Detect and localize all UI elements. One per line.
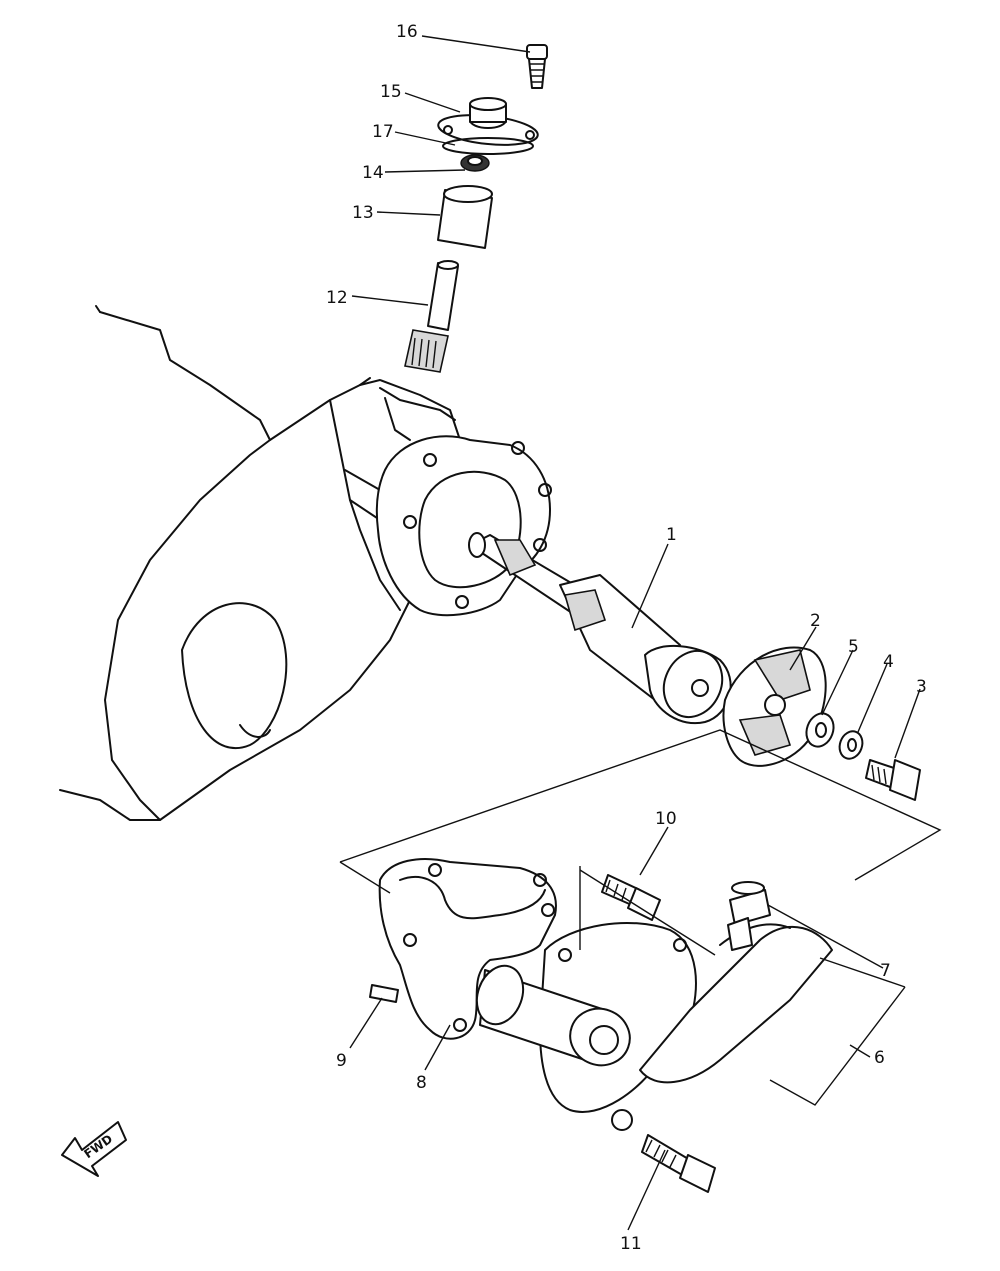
callout-12: 12 — [326, 288, 348, 308]
cover-15 — [437, 97, 539, 146]
callouts: 16 15 17 14 13 12 1 2 5 4 3 10 7 6 9 8 1… — [326, 22, 927, 1254]
engine-case — [59, 305, 552, 821]
callout-7: 7 — [880, 961, 891, 981]
water-pipe-6 — [639, 923, 833, 1084]
washer — [805, 712, 835, 748]
callout-8: 8 — [416, 1073, 427, 1093]
callout-15: 15 — [380, 82, 402, 102]
callout-4: 4 — [883, 652, 894, 672]
callout-6: 6 — [874, 1048, 885, 1068]
pump-shaft — [468, 532, 732, 725]
callout-13: 13 — [352, 203, 374, 223]
union-fitting-7 — [727, 881, 771, 951]
driven-gear-12 — [404, 260, 459, 373]
callout-17: 17 — [372, 122, 394, 142]
callout-16: 16 — [396, 22, 418, 42]
seal-14 — [460, 154, 490, 172]
callout-3: 3 — [916, 677, 927, 697]
leader-lines — [349, 35, 921, 1231]
callout-2: 2 — [810, 611, 821, 631]
bracket-lines — [339, 729, 942, 1106]
callout-14: 14 — [362, 163, 384, 183]
callout-9: 9 — [336, 1051, 347, 1071]
bolt-11 — [641, 1134, 716, 1193]
oring-17 — [442, 137, 534, 155]
lock-washer — [838, 730, 864, 760]
forward-arrow-icon: FWD — [61, 1121, 127, 1177]
callout-10: 10 — [655, 809, 677, 829]
callout-5: 5 — [848, 637, 859, 657]
gasket-8 — [378, 858, 557, 1040]
callout-1: 1 — [666, 525, 677, 545]
bushing-13 — [437, 185, 493, 249]
callout-11: 11 — [620, 1234, 642, 1254]
dowel-pin-9 — [369, 984, 399, 1003]
bolt-10 — [601, 874, 661, 921]
pump-housing — [475, 921, 697, 1131]
impeller-bolt — [865, 759, 921, 801]
impeller — [722, 646, 827, 767]
